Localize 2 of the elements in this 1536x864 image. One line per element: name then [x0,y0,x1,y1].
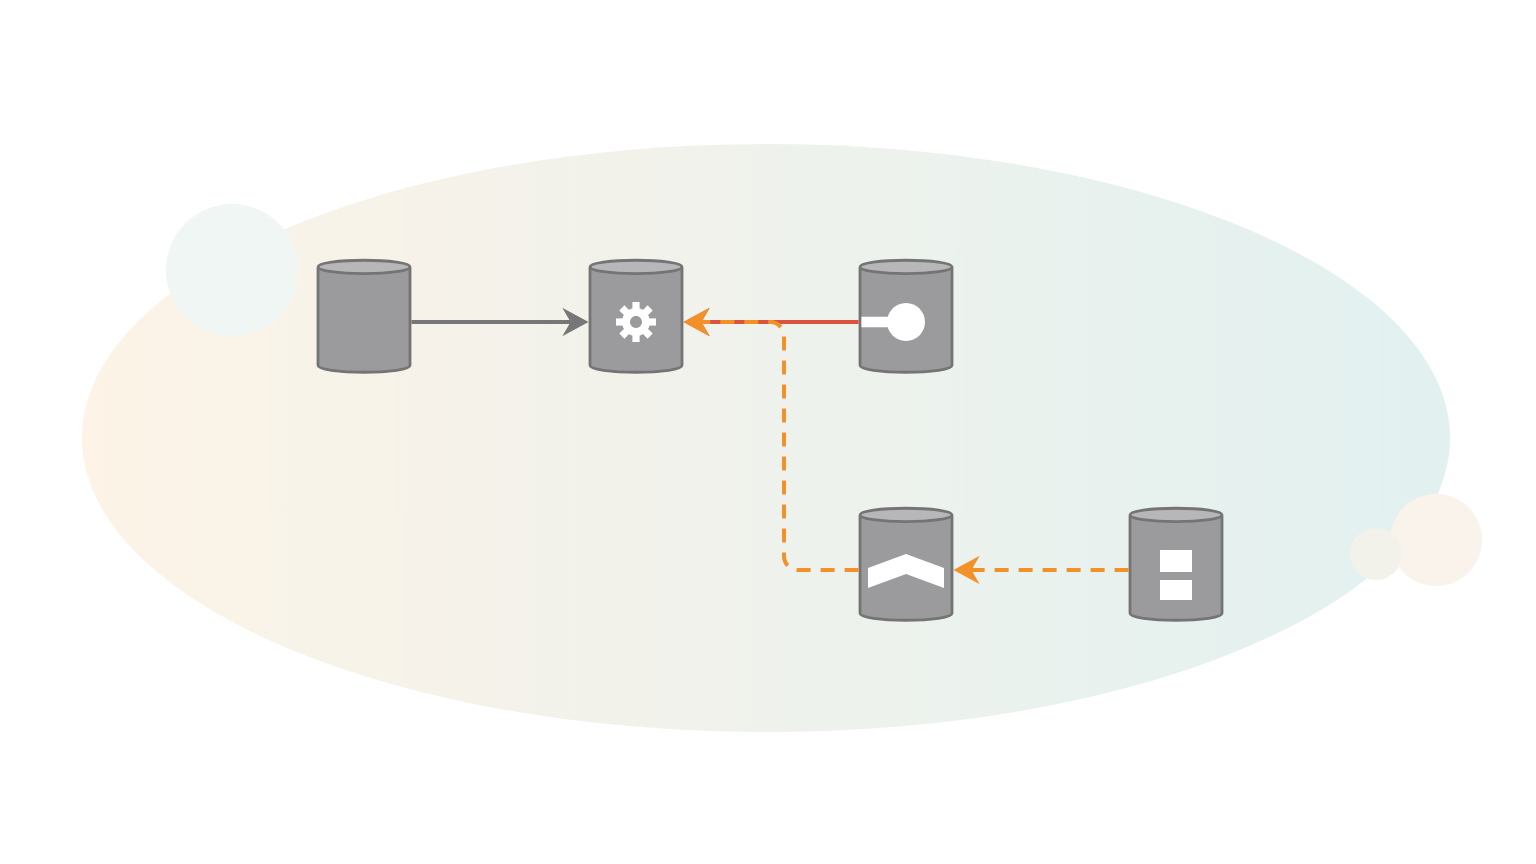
database-cylinder [316,258,412,374]
database-cylinder [588,258,684,374]
